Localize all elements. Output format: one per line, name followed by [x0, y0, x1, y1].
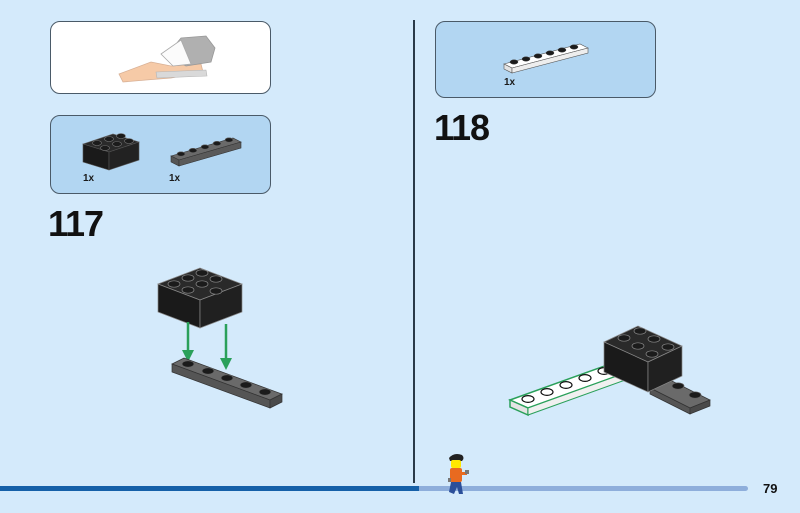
- page-divider: [413, 20, 415, 483]
- parts-list-box-step-117: 1x 1x: [50, 115, 271, 194]
- step-number: 117: [48, 203, 104, 244]
- black-2x3-brick: [157, 267, 243, 329]
- part-quantity: 1x: [504, 77, 516, 88]
- progress-bar-fill: [0, 486, 419, 491]
- previous-assembly-preview-box: [50, 21, 271, 94]
- step-number: 118: [434, 107, 490, 148]
- part-quantity: 1x: [83, 173, 95, 184]
- part-quantity: 1x: [169, 173, 181, 184]
- white-1x6-plate-icon: [503, 43, 589, 74]
- parts-list-box-step-118: 1x: [435, 21, 656, 98]
- dark-gray-1x5-plate: [171, 357, 283, 409]
- previous-assembly-image: [118, 35, 216, 83]
- white-1x6-plate-new: [507, 363, 631, 417]
- step-118-assembly-illustration: [507, 325, 711, 417]
- black-2x3-brick-icon: [82, 133, 140, 171]
- step-117-assembly-illustration: [157, 267, 283, 409]
- green-down-arrows: [182, 322, 232, 370]
- page-number: 79: [763, 481, 778, 496]
- dark-gray-1x5-plate-icon: [170, 137, 242, 167]
- black-2x3-brick-assembled: [603, 325, 683, 393]
- minifigure-walking-icon: [448, 454, 469, 494]
